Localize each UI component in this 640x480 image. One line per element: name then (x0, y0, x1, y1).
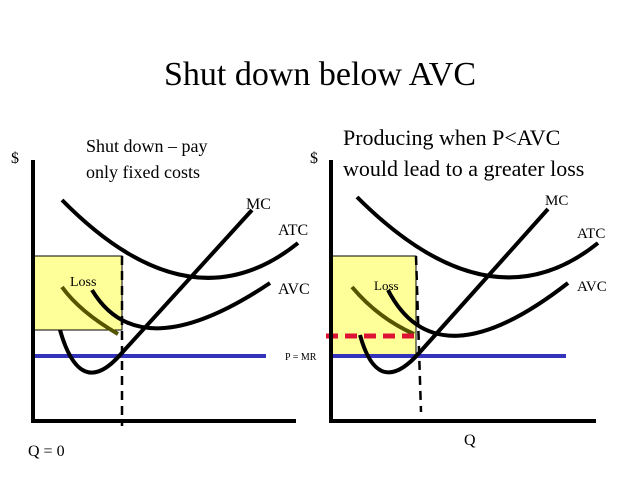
left-atc-curve (60, 198, 300, 280)
right-panel: Loss MC ATC AVC P = MR (285, 160, 607, 423)
right-loss-label: Loss (374, 278, 399, 293)
left-mc-lower-arm (60, 285, 120, 336)
right-note-line1: Producing when P<AVC (343, 125, 561, 150)
left-x-label: Q = 0 (28, 443, 65, 460)
right-avc-label: AVC (577, 279, 607, 295)
right-atc-curve (355, 195, 600, 280)
left-note-line2: only fixed costs (86, 162, 200, 182)
left-atc-label: ATC (278, 222, 308, 239)
left-avc-label: AVC (278, 281, 310, 298)
slide-title: Shut down below AVC (163, 56, 477, 93)
right-price-label: P = MR (285, 352, 317, 363)
right-mc-lower-arm (350, 285, 415, 336)
right-mc-curve (358, 207, 550, 375)
right-note-line2: would lead to a greater loss (343, 156, 585, 181)
left-note-line1: Shut down – pay (86, 136, 208, 156)
left-loss-label: Loss (70, 275, 96, 290)
right-loss-box (330, 255, 417, 356)
right-avc-curve (386, 281, 570, 338)
left-mc-label: MC (246, 196, 271, 213)
right-mc-label: MC (545, 193, 568, 209)
left-y-axis-label: $ (11, 150, 19, 167)
left-avc-curve (90, 281, 272, 331)
right-y-axis-label: $ (310, 150, 318, 167)
left-mc-curve (58, 208, 254, 375)
left-panel: Loss MC ATC AVC (31, 160, 310, 426)
right-x-label: Q (464, 432, 476, 449)
right-atc-label: ATC (577, 226, 605, 242)
right-quantity-dashed-line (414, 255, 423, 413)
left-loss-box (32, 255, 123, 331)
